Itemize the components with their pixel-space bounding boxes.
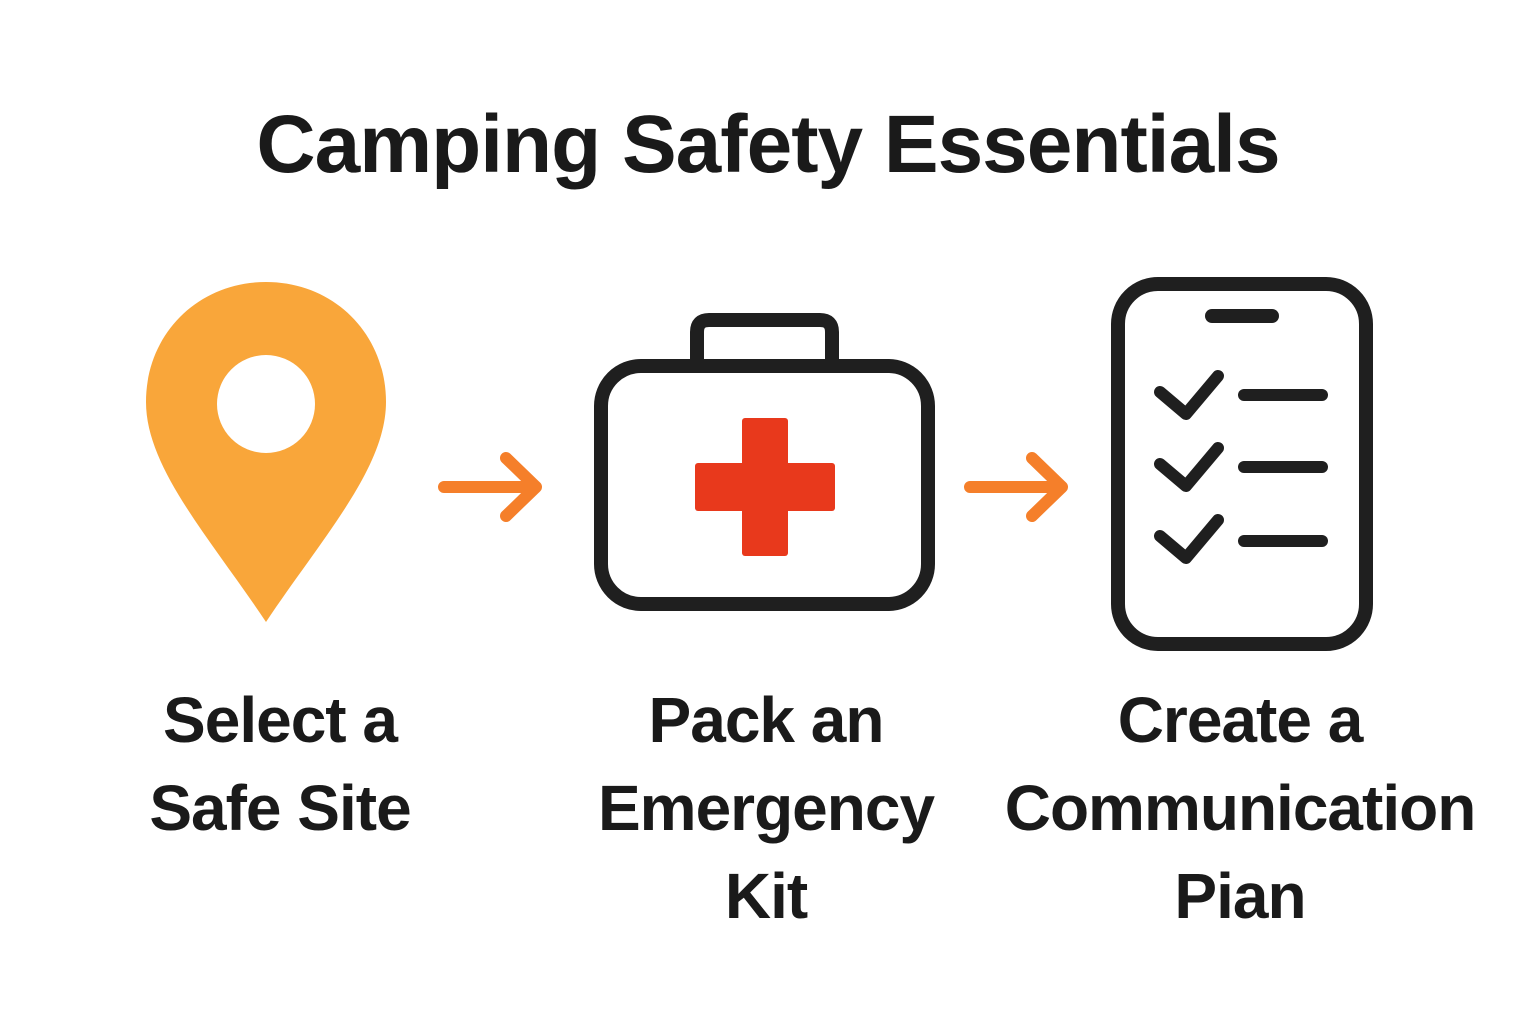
label-line: Communication — [1004, 772, 1477, 844]
label-line: Pack an — [648, 684, 885, 756]
page-title: Camping Safety Essentials — [256, 99, 1280, 190]
label-line: Emergency — [597, 772, 935, 844]
arrow-right-icon — [438, 452, 542, 522]
location-pin-icon — [146, 282, 386, 622]
step-label-communication-plan: Create a Communication Pian — [990, 676, 1490, 940]
arrow-right-icon — [964, 452, 1068, 522]
label-line: Create a — [1117, 684, 1364, 756]
label-line: Pian — [1174, 860, 1306, 932]
label-line: Kit — [724, 860, 808, 932]
label-line: Safe Site — [149, 772, 411, 844]
step-label-select-safe-site: Select a Safe Site — [80, 676, 480, 852]
checklist-phone-icon — [1111, 277, 1373, 651]
first-aid-kit-icon — [594, 313, 935, 611]
step-label-pack-emergency-kit: Pack an Emergency Kit — [566, 676, 966, 940]
label-line: Select a — [163, 684, 398, 756]
